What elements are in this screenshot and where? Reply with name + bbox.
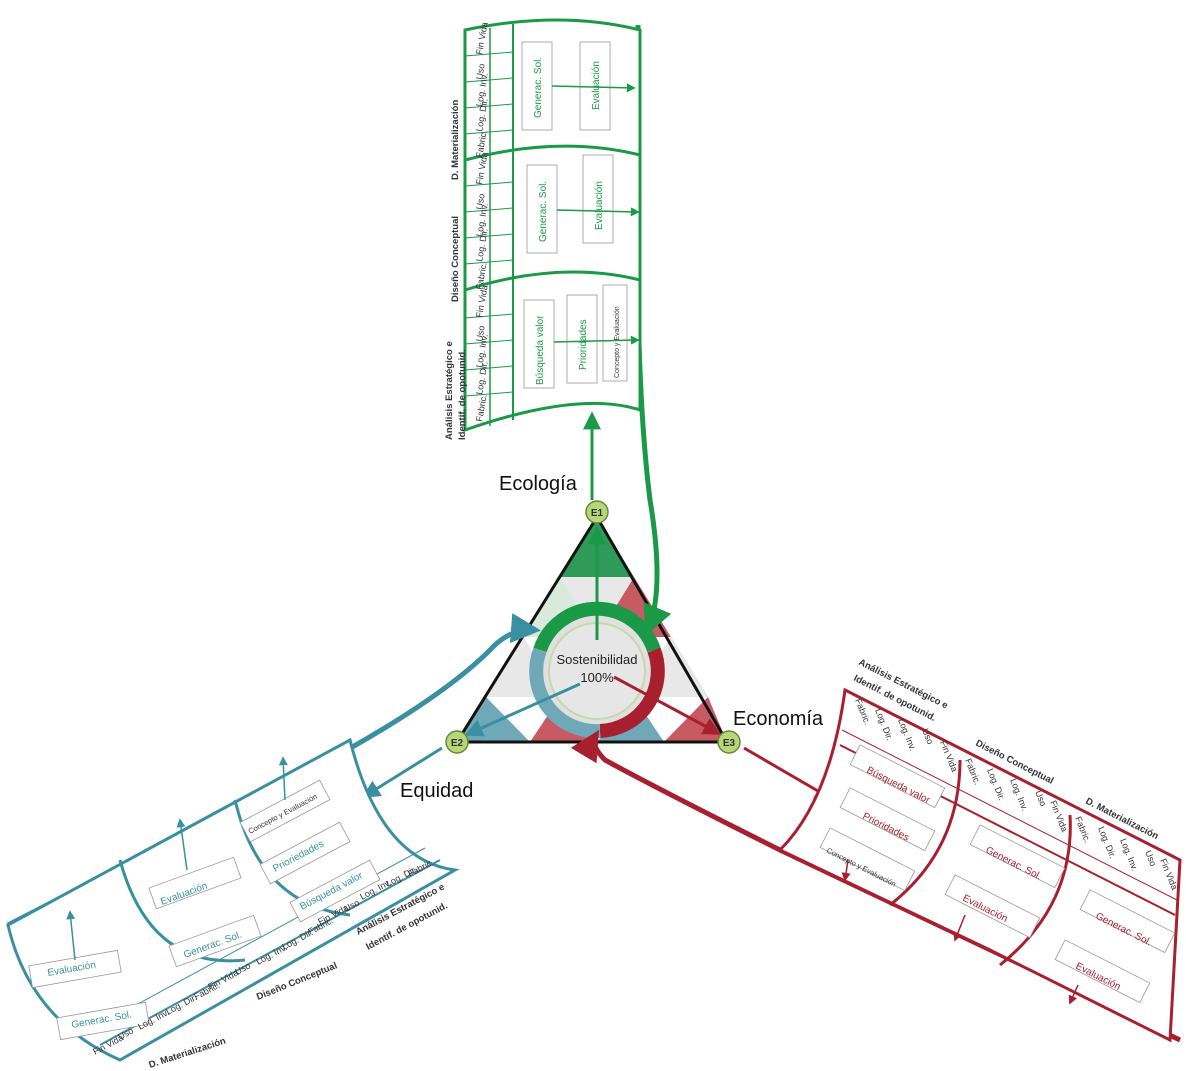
vertex-e2: E2 [445, 730, 469, 754]
svg-text:E1: E1 [591, 508, 604, 519]
eco-phase-1b: Identif. de opotunid. [457, 349, 468, 440]
svg-text:Evaluación: Evaluación [594, 181, 605, 230]
svg-text:Prioridades: Prioridades [578, 319, 589, 370]
svg-text:Uso: Uso [474, 63, 487, 81]
eco-phase-1a: Análisis Estratégico e [444, 341, 455, 440]
vertex-e1: E1 [585, 500, 609, 524]
arrow-center-economia [613, 675, 722, 735]
scroll-ecologia: Análisis Estratégico e Identif. de opotu… [444, 18, 642, 440]
eco-phase-2: Diseño Conceptual [450, 216, 461, 302]
svg-text:Concepto y Evaluación: Concepto y Evaluación [614, 306, 621, 378]
center-value: 100% [580, 670, 614, 685]
feedback-equidad [6, 613, 541, 928]
svg-text:E3: E3 [723, 738, 736, 749]
svg-text:Fabric.: Fabric. [474, 130, 489, 159]
svg-text:Fabric.: Fabric. [474, 394, 489, 423]
pillar-label-economia: Economía [733, 708, 824, 730]
center-title: Sostenibilidad [557, 652, 638, 667]
scroll-equidad: Evaluación Generac. Sol. Evaluación Gene… [6, 737, 460, 1071]
vertex-e3: E3 [717, 730, 741, 754]
scroll-economia: Búsqueda valor Prioridades Concepto y Ev… [777, 657, 1182, 1043]
feedback-economia [570, 729, 1182, 1043]
arrow-center-equidad [464, 682, 581, 737]
svg-text:E2: E2 [451, 738, 464, 749]
svg-text:D. Materialización: D. Materialización [148, 1036, 228, 1071]
svg-text:Uso: Uso [474, 325, 487, 343]
pillar-label-ecologia: Ecología [499, 473, 578, 495]
svg-text:Fabric.: Fabric. [474, 262, 489, 291]
svg-text:Uso: Uso [474, 193, 487, 211]
svg-text:Evaluación: Evaluación [591, 61, 602, 110]
pillar-label-equidad: Equidad [400, 780, 473, 802]
svg-text:Búsqueda valor: Búsqueda valor [535, 315, 546, 385]
eco-phase-3: D. Materialización [450, 100, 461, 180]
arrow-e3-to-economia [743, 746, 834, 800]
svg-text:Generac. Sol.: Generac. Sol. [538, 181, 549, 242]
svg-text:Generac. Sol.: Generac. Sol. [533, 57, 544, 118]
arrow-e2-to-equidad [361, 746, 443, 798]
